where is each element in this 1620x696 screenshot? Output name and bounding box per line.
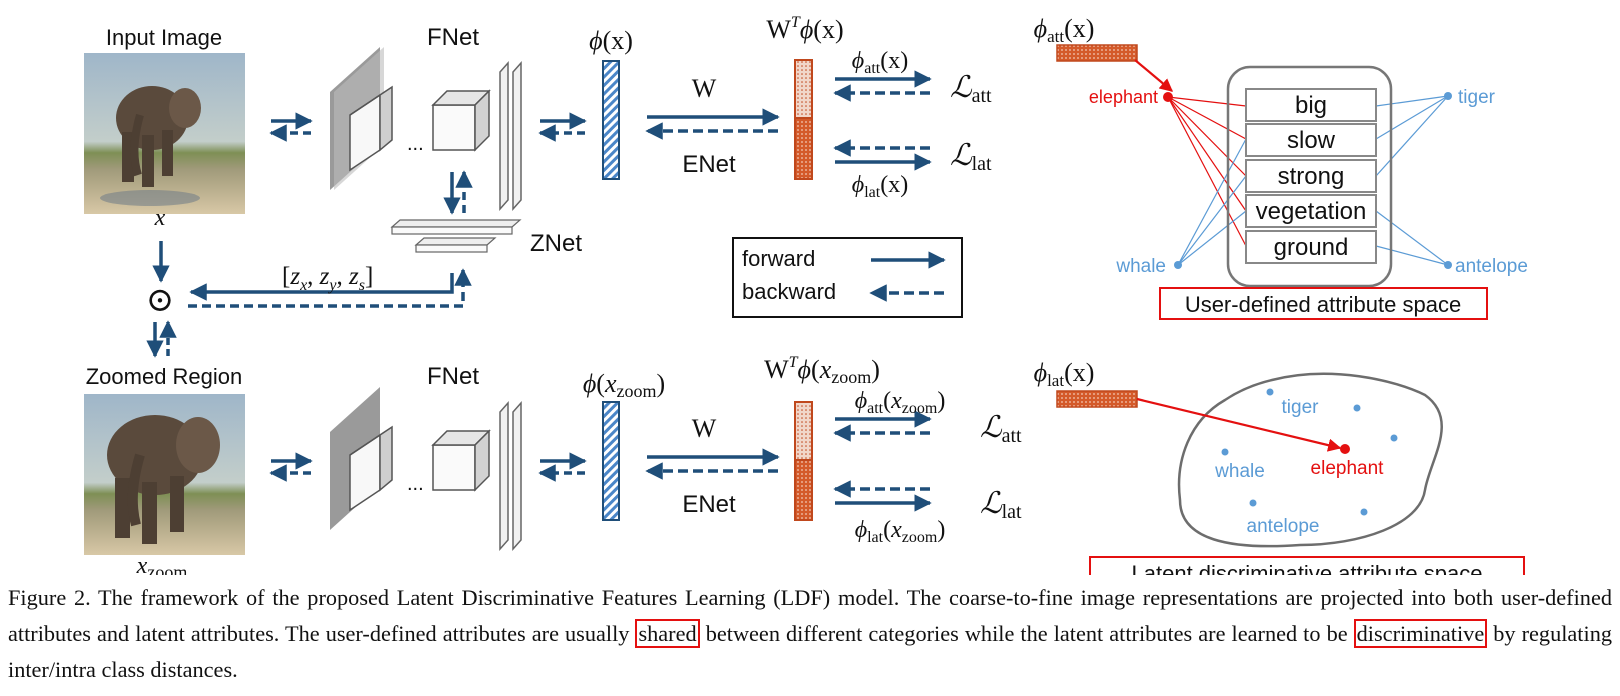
zoomed-image: [84, 394, 245, 555]
fnet-znet-arrows: [443, 170, 473, 215]
latent-points: [1221, 388, 1398, 516]
tiger-label-att: tiger: [1458, 87, 1496, 108]
phi-feature-bar-bottom: [602, 401, 620, 521]
znet-block: [390, 219, 522, 253]
lat-arrows-bottom: [833, 480, 932, 512]
attribute-big: big: [1295, 92, 1327, 119]
elephant-label-att: elephant: [1089, 87, 1158, 107]
phi-xzoom-label: ϕ(xzoom): [583, 369, 665, 401]
whale-label-lat: whale: [1214, 461, 1265, 482]
tiger-point-att: [1444, 92, 1452, 100]
x-label: x: [154, 205, 166, 231]
latent-space-title: Latent discriminative attribute space: [1132, 561, 1483, 575]
latent-space-boundary: [1177, 372, 1443, 548]
odot-operator: ⊙: [146, 282, 175, 319]
att-arrows-top: [833, 70, 932, 102]
attribute-ground: ground: [1274, 234, 1349, 261]
fnet-ellipsis-top: ...: [407, 133, 424, 155]
phi-att-space-label: ϕatt(x): [1034, 14, 1095, 46]
lat-to-elephant-arrow: [1136, 397, 1342, 452]
fwd-bwd-arrows-4: [538, 452, 587, 482]
fnet-ellipsis-bottom: ...: [407, 473, 424, 495]
phi-att-xzoom-arrow-label: ϕatt(xzoom): [855, 388, 946, 417]
phi-feature-bar-top: [602, 60, 620, 180]
fwd-bwd-arrows-3: [269, 452, 313, 482]
phi-lat-arrow-label-top: ϕlat(x): [852, 172, 908, 201]
att-to-elephant-arrow: [1134, 59, 1174, 92]
wt-phi-xzoom-label: WTϕ(xzoom): [764, 354, 880, 387]
whale-label-att: whale: [1115, 256, 1166, 277]
legend: forward backward: [732, 237, 963, 318]
x-zoom-label: xzoom: [136, 553, 188, 575]
svg-text:[zx, zy, zs]: [zx, zy, zs]: [282, 263, 373, 294]
loss-att-top: ℒatt: [950, 71, 992, 107]
attribute-list: big slow strong vegetation ground: [1245, 88, 1377, 264]
wt-phi-label-top: WTϕ(x): [766, 14, 843, 44]
elephant-point-att: [1163, 92, 1173, 102]
antelope-point-att: [1444, 261, 1452, 269]
enet-label-top: ENet: [682, 151, 736, 178]
W-label-bottom: W: [692, 414, 717, 443]
phi-lat-space-label: ϕlat(x): [1034, 358, 1095, 390]
phi-lat-xzoom-arrow-label: ϕlat(xzoom): [855, 517, 946, 546]
attribute-space-title: User-defined attribute space: [1185, 292, 1461, 317]
attribute-space-frame: [1226, 65, 1393, 288]
loss-att-bottom: ℒatt: [980, 411, 1022, 447]
W-enet-arrows-bottom: [645, 448, 780, 480]
whale-point-att: [1174, 261, 1182, 269]
latent-space-title-box: [1089, 556, 1525, 575]
attribute-space-title-box: [1159, 287, 1488, 320]
fwd-bwd-arrows-2: [538, 112, 587, 142]
lat-arrows-top: [833, 139, 932, 171]
legend-forward-label: forward: [742, 246, 815, 271]
fnet-top: ...: [330, 47, 522, 211]
figure-caption: Figure 2. The framework of the proposed …: [8, 580, 1612, 688]
zoomed-region-label: Zoomed Region: [86, 364, 243, 389]
z-vector-label: [zx, zy, zs]: [282, 263, 373, 294]
W-enet-arrows-top: [645, 108, 780, 140]
antelope-label-lat: antelope: [1247, 516, 1320, 537]
tiger-label-lat: tiger: [1282, 397, 1320, 418]
caption-discriminative-highlight: discriminative: [1353, 619, 1488, 648]
caption-shared-highlight: shared: [635, 619, 700, 648]
caption-part2: between different categories while the l…: [699, 621, 1354, 646]
phi-att-arrow-label-top: ϕatt(x): [852, 48, 908, 77]
caption-part1: Figure 2. The framework of the proposed …: [8, 585, 1612, 646]
fnet-label-bottom: FNet: [427, 363, 479, 390]
input-image: [84, 53, 245, 214]
embedding-bar-bottom: [794, 401, 813, 521]
enet-label-bottom: ENet: [682, 491, 736, 518]
ldf-framework-figure: Input Image x FNet ...: [84, 14, 1528, 575]
attribute-slow: slow: [1287, 127, 1336, 154]
caption-part3: by regulating inter/intra class distance…: [8, 621, 1612, 682]
attribute-links: [1167, 95, 1449, 266]
attribute-strong: strong: [1278, 163, 1345, 190]
attribute-vegetation: vegetation: [1256, 198, 1367, 225]
lat-feature-bar: [1056, 390, 1138, 408]
fnet-bottom: ...: [330, 387, 522, 551]
fnet-label-top: FNet: [427, 24, 479, 51]
legend-backward-label: backward: [742, 279, 836, 304]
odot-to-zoom-arrows: [146, 320, 177, 358]
znet-label: ZNet: [530, 230, 582, 257]
loss-lat-bottom: ℒlat: [980, 487, 1022, 523]
embedding-bar-top: [794, 59, 813, 180]
phi-x-label-top: ϕ(x): [589, 26, 633, 55]
antelope-label-att: antelope: [1455, 256, 1528, 277]
input-image-label: Input Image: [106, 25, 222, 50]
att-feature-bar: [1056, 44, 1138, 62]
elephant-label-lat: elephant: [1311, 458, 1385, 479]
fwd-bwd-arrows-1: [269, 112, 313, 142]
znet-to-odot-arrows: [188, 268, 472, 308]
W-label-top: W: [692, 74, 717, 103]
att-arrows-bottom: [833, 410, 932, 442]
loss-lat-top: ℒlat: [950, 139, 992, 175]
